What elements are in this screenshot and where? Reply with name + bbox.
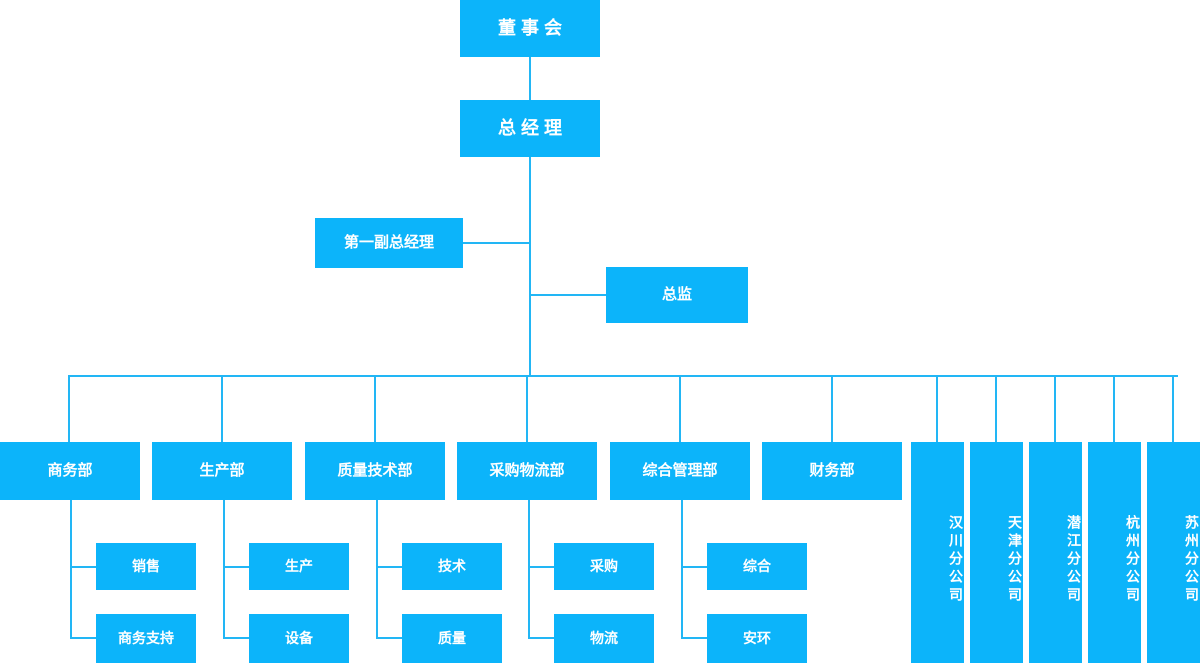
connector-department-bus: [68, 375, 1178, 377]
node-general-manager[interactable]: 总经理: [460, 100, 600, 157]
connector-sub-stub-xiaoshou: [70, 566, 96, 568]
connector-gm-to-deputy: [463, 242, 530, 244]
node-department-caiwubu[interactable]: 财务部: [762, 442, 902, 500]
node-sub-caigou[interactable]: 采购: [554, 543, 654, 590]
node-department-zongheguanlibu[interactable]: 综合管理部: [610, 442, 750, 500]
node-branch-qianjiang[interactable]: 潜江分公司: [1029, 442, 1082, 663]
node-sub-zonghe[interactable]: 综合: [707, 543, 807, 590]
connector-sub-stub-shangwuzhichi: [70, 637, 96, 639]
connector-gm-to-director: [529, 294, 607, 296]
node-branch-hanchuan[interactable]: 汉川分公司: [911, 442, 964, 663]
node-sub-xiaoshou[interactable]: 销售: [96, 543, 196, 590]
connector-drop-shengchan: [221, 375, 223, 442]
node-branch-hangzhou[interactable]: 杭州分公司: [1088, 442, 1141, 663]
connector-drop-hanchuan: [936, 375, 938, 442]
node-sub-shangwuzhichi[interactable]: 商务支持: [96, 614, 196, 663]
connector-sub-stub-jishu: [376, 566, 402, 568]
connector-sub-riser-caigou: [528, 500, 530, 638]
node-sub-anhuan[interactable]: 安环: [707, 614, 807, 663]
node-department-zhiliangjishubu[interactable]: 质量技术部: [305, 442, 445, 500]
node-sub-shebei[interactable]: 设备: [249, 614, 349, 663]
node-director[interactable]: 总监: [606, 267, 748, 323]
connector-sub-stub-caigou: [528, 566, 554, 568]
connector-drop-qianjiang: [1054, 375, 1056, 442]
connector-drop-suzhou: [1172, 375, 1174, 442]
connector-sub-riser-zonghe: [681, 500, 683, 638]
connector-sub-riser-zhiliang: [376, 500, 378, 638]
node-first-deputy-gm[interactable]: 第一副总经理: [315, 218, 463, 268]
node-department-shengchanbu[interactable]: 生产部: [152, 442, 292, 500]
connector-drop-shangwu: [68, 375, 70, 442]
node-department-shangwubu[interactable]: 商务部: [0, 442, 140, 500]
connector-sub-stub-zonghe: [681, 566, 707, 568]
node-branch-tianjin[interactable]: 天津分公司: [970, 442, 1023, 663]
connector-drop-zhiliang: [374, 375, 376, 442]
node-sub-jishu[interactable]: 技术: [402, 543, 502, 590]
connector-gm-trunk: [529, 157, 531, 376]
connector-sub-stub-anhuan: [681, 637, 707, 639]
connector-sub-stub-wuliu: [528, 637, 554, 639]
connector-drop-tianjin: [995, 375, 997, 442]
connector-sub-stub-shebei: [223, 637, 249, 639]
connector-sub-riser-shangwu: [70, 500, 72, 638]
node-department-caigouwuliubu[interactable]: 采购物流部: [457, 442, 597, 500]
connector-sub-riser-shengchan: [223, 500, 225, 638]
connector-drop-caiwu: [831, 375, 833, 442]
node-sub-wuliu[interactable]: 物流: [554, 614, 654, 663]
node-branch-suzhou[interactable]: 苏州分公司: [1147, 442, 1200, 663]
connector-drop-caigou: [526, 375, 528, 442]
node-sub-zhiliang[interactable]: 质量: [402, 614, 502, 663]
connector-drop-zonghe: [679, 375, 681, 442]
node-board[interactable]: 董事会: [460, 0, 600, 57]
connector-drop-hangzhou: [1113, 375, 1115, 442]
connector-board-to-gm: [529, 57, 531, 100]
connector-sub-stub-shengchan: [223, 566, 249, 568]
connector-sub-stub-zhiliang: [376, 637, 402, 639]
node-sub-shengchan[interactable]: 生产: [249, 543, 349, 590]
